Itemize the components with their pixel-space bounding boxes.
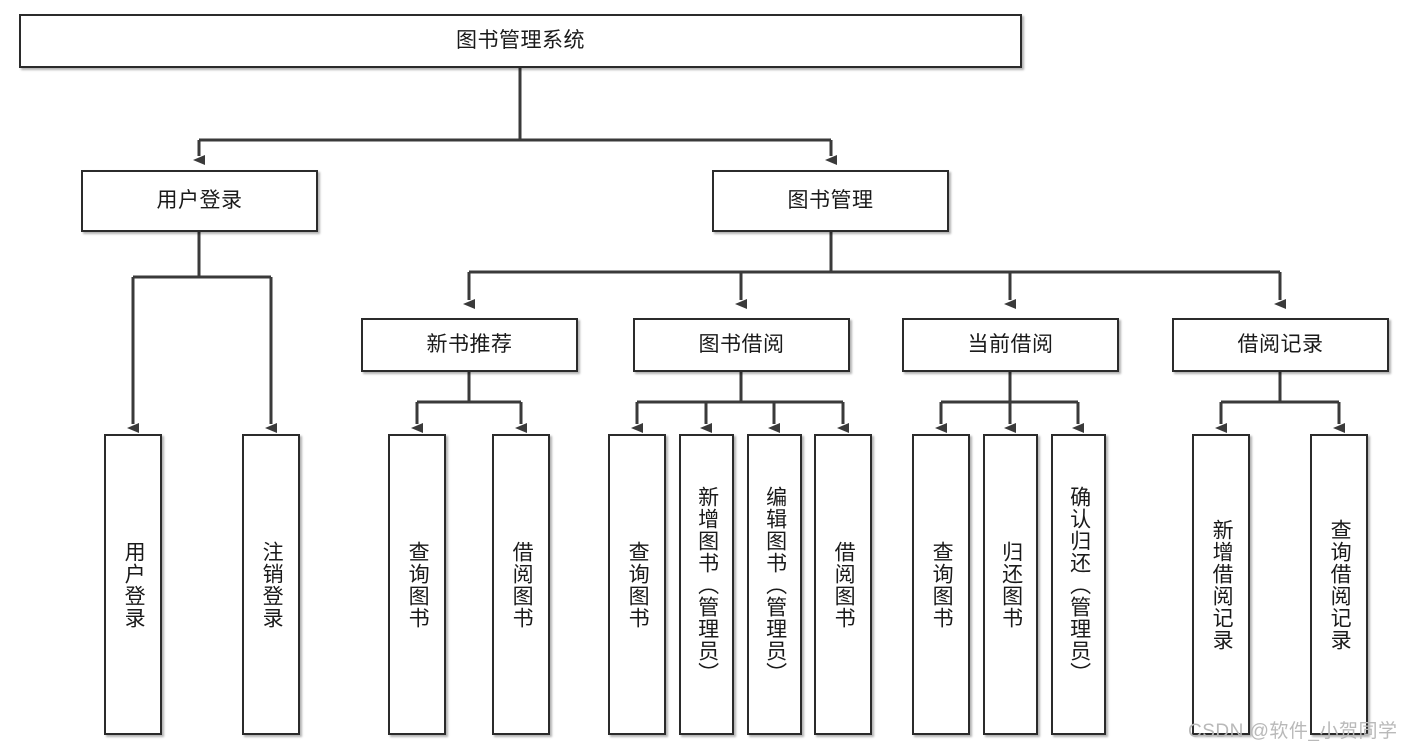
node-leaf-query-book-2[interactable]: 查询图书 — [608, 434, 666, 735]
node-root-label: 图书管理系统 — [456, 28, 585, 52]
node-book-manage[interactable]: 图书管理 — [712, 170, 949, 232]
node-leaf-query-book-2-label: 查询图书 — [626, 540, 650, 629]
node-leaf-query-book-1-label: 查询图书 — [406, 540, 430, 629]
node-leaf-edit-book[interactable]: 编辑图书（管理员） — [747, 434, 802, 735]
node-book-borrow-label: 图书借阅 — [698, 332, 785, 356]
node-user-login-label: 用户登录 — [156, 188, 243, 212]
node-leaf-return-book[interactable]: 归还图书 — [983, 434, 1038, 735]
node-leaf-confirm-return[interactable]: 确认归还（管理员） — [1051, 434, 1106, 735]
node-root[interactable]: 图书管理系统 — [19, 14, 1022, 68]
node-leaf-add-record-label: 新增借阅记录 — [1210, 518, 1234, 651]
node-leaf-query-book-3-label: 查询图书 — [930, 540, 954, 629]
node-book-borrow[interactable]: 图书借阅 — [633, 318, 850, 372]
node-leaf-borrow-book-1[interactable]: 借阅图书 — [492, 434, 550, 735]
node-leaf-add-record[interactable]: 新增借阅记录 — [1192, 434, 1250, 735]
csdn-watermark: CSDN @软件_小贺同学 — [1188, 721, 1398, 742]
node-leaf-add-book[interactable]: 新增图书（管理员） — [679, 434, 734, 735]
node-leaf-confirm-return-label: 确认归还（管理员） — [1067, 485, 1091, 684]
node-borrow-record-label: 借阅记录 — [1237, 332, 1324, 356]
node-leaf-logout-label: 注销登录 — [260, 540, 284, 629]
node-leaf-query-record[interactable]: 查询借阅记录 — [1310, 434, 1368, 735]
node-leaf-borrow-book-2-label: 借阅图书 — [832, 540, 856, 629]
node-leaf-user-login-label: 用户登录 — [122, 540, 146, 629]
node-current-borrow-label: 当前借阅 — [967, 332, 1054, 356]
node-new-book-rec-label: 新书推荐 — [426, 332, 513, 356]
node-current-borrow[interactable]: 当前借阅 — [902, 318, 1119, 372]
node-leaf-edit-book-label: 编辑图书（管理员） — [763, 485, 787, 684]
node-book-manage-label: 图书管理 — [787, 188, 874, 212]
node-leaf-query-book-1[interactable]: 查询图书 — [388, 434, 446, 735]
node-leaf-query-record-label: 查询借阅记录 — [1328, 518, 1352, 651]
node-borrow-record[interactable]: 借阅记录 — [1172, 318, 1389, 372]
node-leaf-borrow-book-2[interactable]: 借阅图书 — [814, 434, 872, 735]
node-user-login[interactable]: 用户登录 — [81, 170, 318, 232]
node-leaf-user-login[interactable]: 用户登录 — [104, 434, 162, 735]
node-leaf-add-book-label: 新增图书（管理员） — [695, 485, 719, 684]
node-leaf-query-book-3[interactable]: 查询图书 — [912, 434, 970, 735]
node-leaf-return-book-label: 归还图书 — [999, 540, 1023, 629]
node-leaf-logout[interactable]: 注销登录 — [242, 434, 300, 735]
node-new-book-rec[interactable]: 新书推荐 — [361, 318, 578, 372]
node-leaf-borrow-book-1-label: 借阅图书 — [510, 540, 534, 629]
